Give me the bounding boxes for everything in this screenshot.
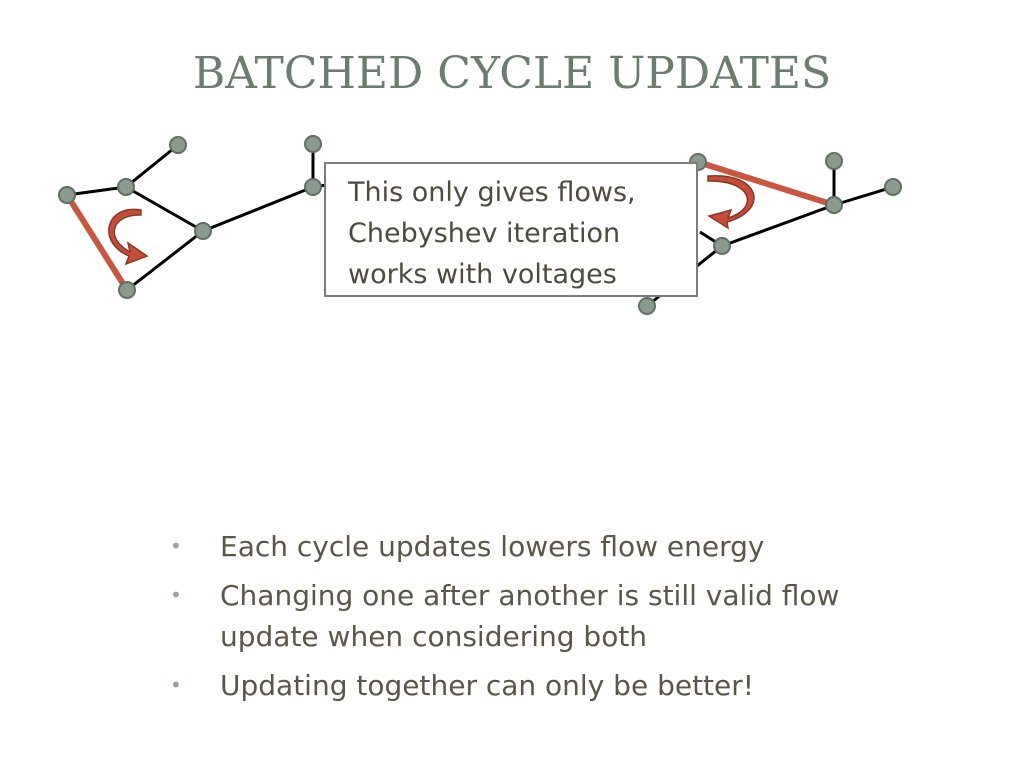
graph-node [304, 135, 322, 153]
rotate-arrow-icon [108, 208, 149, 266]
slide-title: BATCHED CYCLE UPDATES [192, 48, 832, 99]
bullet-list: • Each cycle updates lowers flow energy … [168, 526, 928, 714]
bullet-dot-icon: • [170, 583, 182, 607]
graph-edge [66, 185, 127, 197]
callout-line: This only gives flows, [348, 177, 636, 208]
bullet-dot-icon: • [170, 534, 182, 558]
bullet-text: Changing one after another is still vali… [220, 579, 840, 653]
graph-node [638, 297, 656, 315]
bullet-item: • Updating together can only be better! [168, 665, 928, 706]
bullet-item: • Each cycle updates lowers flow energy [168, 526, 928, 567]
graph-edge [721, 203, 835, 248]
left-graph [64, 143, 341, 292]
bullet-text: Each cycle updates lowers flow energy [220, 530, 765, 563]
graph-node [118, 281, 136, 299]
graph-node [58, 186, 76, 204]
graph-node [194, 222, 212, 240]
graph-node [304, 178, 322, 196]
cycle-edge [697, 159, 835, 208]
graph-node [884, 178, 902, 196]
graph-node [117, 178, 135, 196]
graph-node [169, 136, 187, 154]
cycle-edge [64, 193, 130, 292]
graph-edge [833, 185, 894, 207]
graph-node [713, 237, 731, 255]
graph-edge [125, 185, 204, 233]
graph-nodes [58, 135, 902, 315]
callout-line: works with voltages [348, 259, 617, 290]
graph-node [825, 152, 843, 170]
graph-edge [125, 143, 179, 189]
callout-line: Chebyshev iteration [348, 218, 621, 249]
graph-node [825, 196, 843, 214]
callout-box: This only gives flows, Chebyshev iterati… [324, 162, 698, 297]
graph-edge [126, 229, 204, 292]
graph-edge [202, 185, 314, 233]
bullet-item: • Changing one after another is still va… [168, 575, 928, 657]
bullet-dot-icon: • [170, 673, 182, 697]
bullet-text: Updating together can only be better! [220, 669, 754, 702]
rotate-arrow-icon [707, 175, 755, 230]
